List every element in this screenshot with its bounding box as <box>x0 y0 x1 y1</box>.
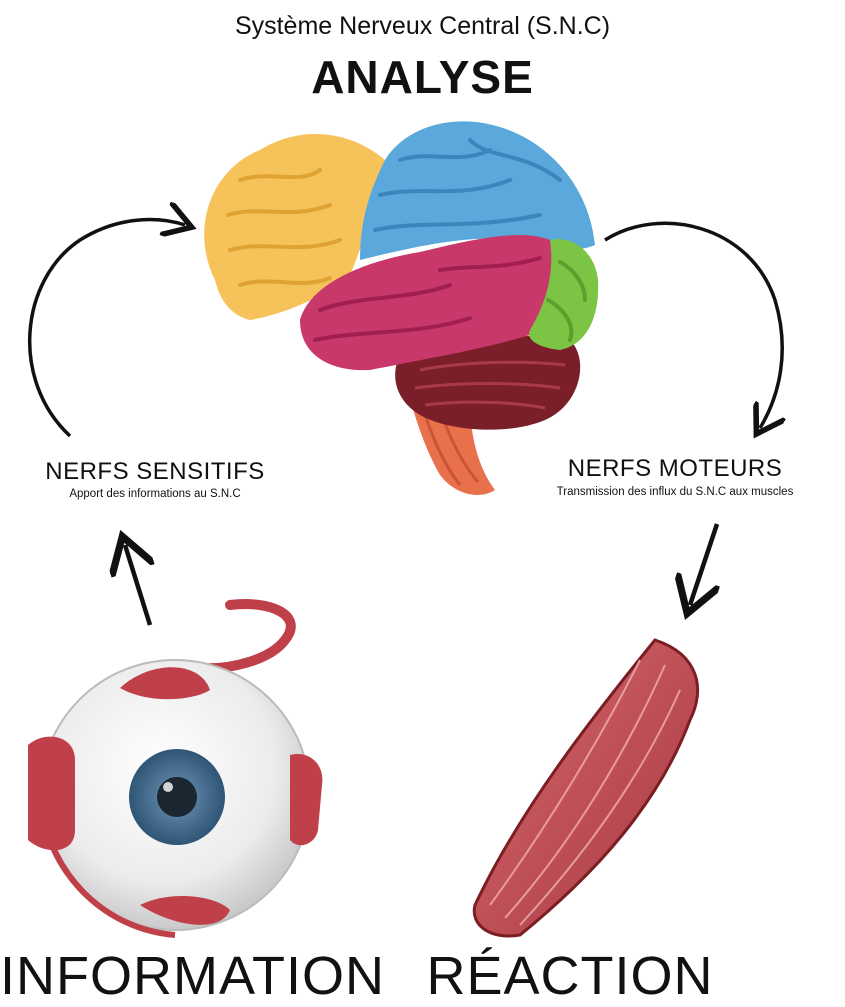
motor-nerves-description: Transmission des influx du S.N.C aux mus… <box>505 486 845 498</box>
brain-illustration <box>204 121 598 495</box>
muscle-shape <box>474 640 697 936</box>
subtitle-snc: Système Nerveux Central (S.N.C) <box>0 12 845 41</box>
sensory-nerves-title: NERFS SENSITIFS <box>0 458 310 486</box>
arrow-motor-curve <box>605 223 782 428</box>
eye-illustration <box>28 604 322 935</box>
motor-nerves-title: NERFS MOTEURS <box>505 455 845 483</box>
reaction-label: RÉACTION <box>420 945 720 1007</box>
pupil-shape <box>157 777 197 817</box>
information-label: INFORMATION <box>0 945 360 1007</box>
arrow-sensory-curve <box>30 220 185 436</box>
arrow-eye-up <box>125 545 150 625</box>
arrow-muscle-down <box>690 524 717 605</box>
muscle-illustration <box>474 640 697 936</box>
sensory-nerves-description: Apport des informations au S.N.C <box>0 488 310 500</box>
title-analyse: ANALYSE <box>0 50 845 104</box>
